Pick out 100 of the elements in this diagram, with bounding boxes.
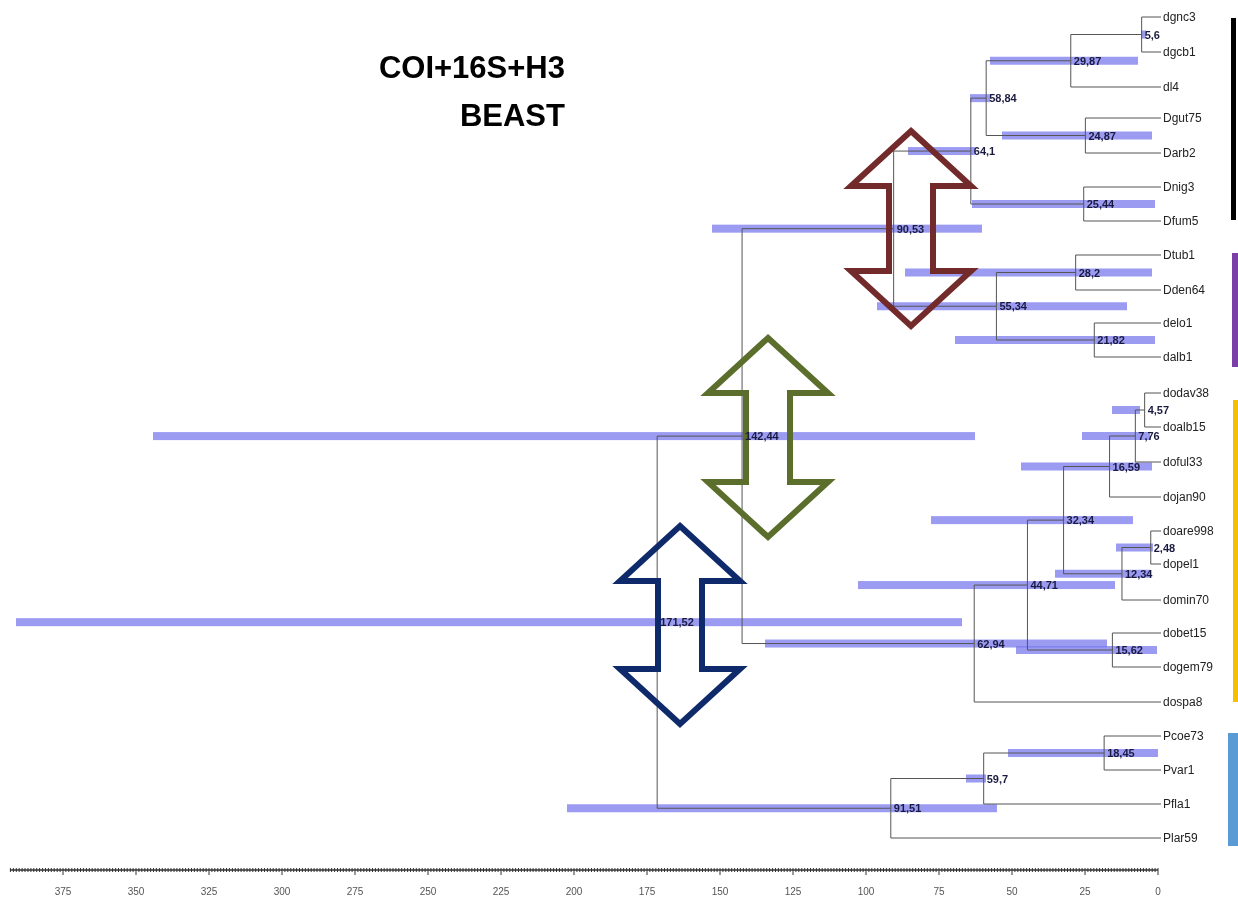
tree-branch bbox=[1144, 392, 1162, 411]
taxon-label: Dfum5 bbox=[1161, 214, 1199, 228]
taxon-label: doful33 bbox=[1161, 455, 1203, 469]
tree-branch bbox=[1141, 34, 1162, 53]
axis-tick-label: 375 bbox=[54, 886, 72, 897]
node-age-label: 29,87 bbox=[1070, 53, 1102, 68]
tree-branch bbox=[1070, 60, 1162, 88]
axis-tick-label: 175 bbox=[638, 886, 656, 897]
tree-branch bbox=[1075, 272, 1162, 291]
tree-branch bbox=[1063, 466, 1111, 521]
node-age-label: 58,84 bbox=[986, 91, 1017, 106]
taxon-label: dl4 bbox=[1161, 80, 1179, 94]
taxon-label: domin70 bbox=[1161, 593, 1210, 607]
axis-tick-label: 200 bbox=[565, 886, 583, 897]
axis-tick-label: 325 bbox=[200, 886, 218, 897]
axis-tick-label: 50 bbox=[1006, 886, 1018, 897]
axis-tick-label: 250 bbox=[419, 886, 437, 897]
tree-branch bbox=[1093, 322, 1162, 341]
taxon-label: Dden64 bbox=[1161, 283, 1206, 297]
axis-tick-label: 100 bbox=[857, 886, 875, 897]
tree-branch bbox=[1083, 203, 1162, 222]
tree-branch bbox=[890, 778, 985, 809]
axis-tick-label: 75 bbox=[933, 886, 945, 897]
tree-branch bbox=[1070, 34, 1143, 62]
node-age-label: 21,82 bbox=[1094, 333, 1125, 347]
node-age-label: 62,94 bbox=[974, 636, 1005, 651]
tree-branch bbox=[1109, 435, 1136, 467]
taxon-label: Dtub1 bbox=[1161, 248, 1196, 262]
taxon-label: Dnig3 bbox=[1161, 180, 1195, 194]
tree-branch bbox=[1111, 632, 1162, 651]
tree-branch bbox=[1083, 186, 1162, 205]
tree-branch bbox=[1111, 649, 1162, 668]
tree-branch bbox=[1063, 519, 1123, 575]
tree-branch bbox=[983, 752, 1105, 779]
tree-branch bbox=[983, 778, 1162, 805]
tree-branch bbox=[1103, 735, 1162, 754]
taxon-label: delo1 bbox=[1161, 316, 1193, 330]
node-age-label: 18,45 bbox=[1104, 746, 1135, 760]
taxon-label: Dgut75 bbox=[1161, 111, 1202, 125]
taxon-label: Pcoe73 bbox=[1161, 729, 1204, 743]
tree-branch bbox=[1084, 117, 1162, 136]
tree-branch bbox=[995, 272, 1077, 307]
tree-branch bbox=[1093, 339, 1162, 358]
taxon-label: dodav38 bbox=[1161, 386, 1210, 400]
tree-branch bbox=[1026, 519, 1065, 586]
tree-branch bbox=[741, 435, 975, 645]
tree-branch bbox=[893, 228, 997, 307]
node-age-label: 55,34 bbox=[996, 299, 1027, 314]
tree-branch bbox=[1134, 409, 1146, 437]
node-age-label: 5,6 bbox=[1141, 27, 1160, 42]
taxon-label: dogem79 bbox=[1161, 660, 1214, 674]
taxon-label: dopel1 bbox=[1161, 557, 1200, 571]
tree-branch bbox=[995, 305, 1095, 341]
axis-tick-label: 150 bbox=[711, 886, 729, 897]
node-age-label: 24,87 bbox=[1085, 128, 1116, 143]
chart-title: COI+16S+H3 BEAST bbox=[377, 49, 565, 135]
tree-branch bbox=[1150, 530, 1162, 548]
taxon-label: Darb2 bbox=[1161, 146, 1196, 160]
taxon-label: dalb1 bbox=[1161, 350, 1193, 364]
axis-tick-label: 225 bbox=[492, 886, 510, 897]
axis-tick-label: 25 bbox=[1079, 886, 1091, 897]
tree-branch bbox=[970, 150, 1085, 205]
tree-branch bbox=[890, 807, 1162, 839]
axis-tick-label: 350 bbox=[127, 886, 145, 897]
node-age-label: 4,57 bbox=[1144, 403, 1170, 417]
taxon-label: dgnc3 bbox=[1161, 10, 1196, 24]
node-age-label: 59,7 bbox=[983, 771, 1009, 786]
axis-tick-label: 125 bbox=[784, 886, 802, 897]
taxon-label: doalb15 bbox=[1161, 420, 1206, 434]
axis-tick-label: 300 bbox=[273, 886, 291, 897]
tree-branch bbox=[1150, 547, 1162, 565]
tree-branch bbox=[1084, 135, 1162, 154]
tree-branch bbox=[973, 584, 1028, 645]
tree-branch bbox=[985, 60, 1072, 99]
taxon-label: dospa8 bbox=[1161, 695, 1203, 709]
node-age-label: 32,34 bbox=[1063, 513, 1095, 528]
tree-branch bbox=[970, 97, 987, 152]
taxon-label: Pfla1 bbox=[1161, 797, 1191, 811]
tree-branch bbox=[985, 97, 1086, 136]
tree-branch bbox=[1075, 254, 1162, 273]
axis-tick-label: 275 bbox=[346, 886, 364, 897]
taxon-label: doare998 bbox=[1161, 524, 1214, 538]
node-age-label: 15,62 bbox=[1112, 643, 1143, 657]
taxon-label: dgcb1 bbox=[1161, 45, 1196, 59]
node-age-label: 16,59 bbox=[1109, 459, 1141, 474]
taxon-label: Pvar1 bbox=[1161, 763, 1195, 777]
tree-branch bbox=[1103, 752, 1162, 771]
tree-branch bbox=[1026, 584, 1113, 651]
node-age-label: 171,52 bbox=[657, 615, 694, 630]
node-age-label: 44,71 bbox=[1027, 578, 1058, 593]
taxon-label: Plar59 bbox=[1161, 831, 1198, 845]
taxon-label: dojan90 bbox=[1161, 490, 1206, 504]
node-age-label: 25,44 bbox=[1083, 197, 1115, 211]
tree-branch bbox=[1144, 409, 1162, 428]
node-age-label: 2,48 bbox=[1150, 540, 1176, 555]
tree-branch bbox=[1109, 466, 1162, 498]
node-age-label: 91,51 bbox=[890, 801, 922, 816]
node-age-label: 64,1 bbox=[970, 144, 996, 159]
node-age-label: 28,2 bbox=[1075, 265, 1101, 280]
node-age-label: 90,53 bbox=[893, 221, 925, 236]
